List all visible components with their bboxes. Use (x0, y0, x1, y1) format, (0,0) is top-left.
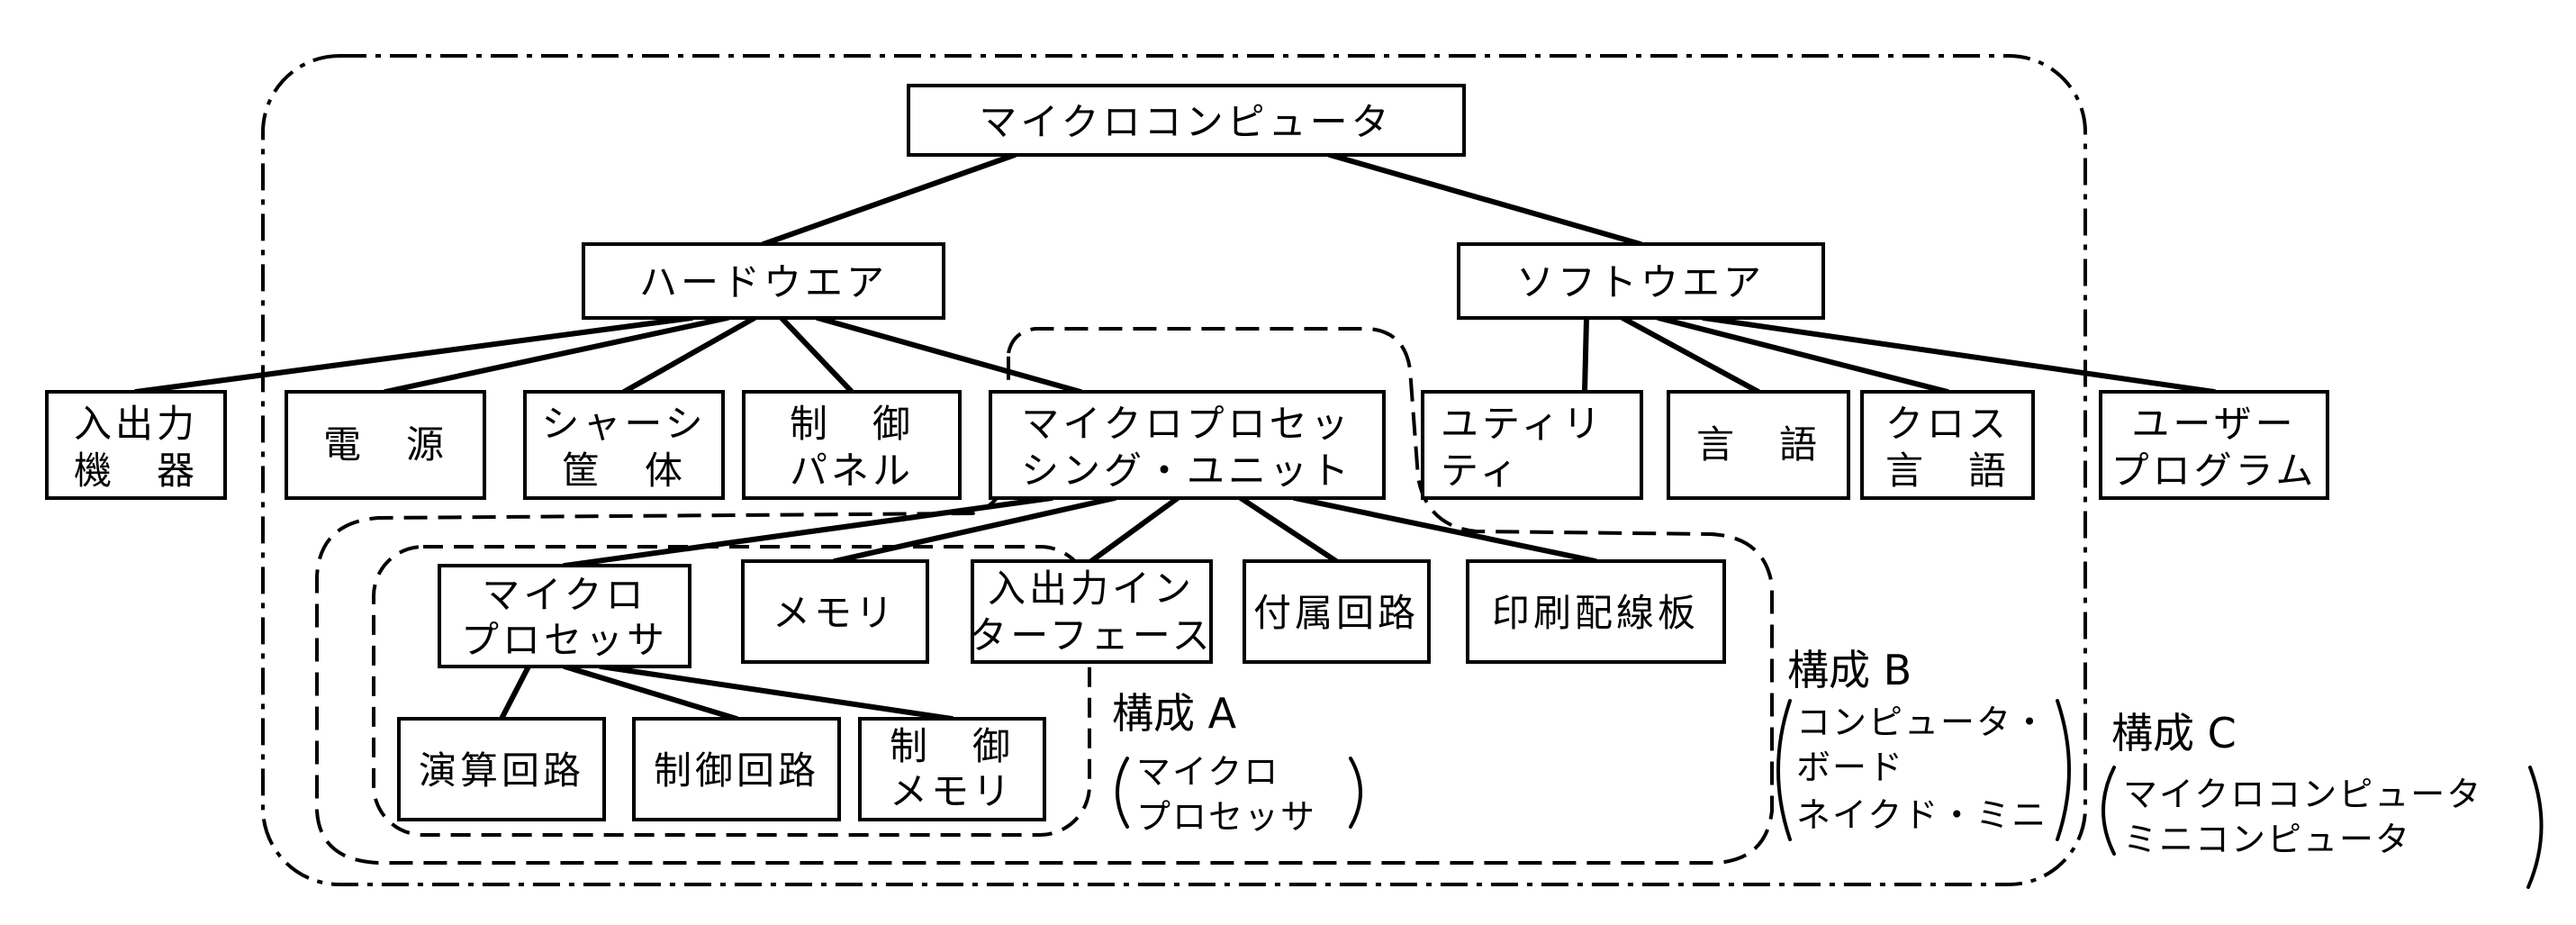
config-a-line-1: マイクロ (1136, 752, 1279, 792)
config-b-boundary (315, 327, 1774, 865)
config-b-line-2: ボード (1796, 748, 1904, 787)
node-microprocessor-line-2: プロセッサ (461, 618, 668, 662)
node-control-circuit: 制御回路 (632, 717, 841, 821)
config-b-line-1: コンピュータ・ (1796, 703, 2048, 742)
node-hardware: ハードウエア (582, 242, 945, 320)
node-aux-circuit-line-1: 付属回路 (1253, 591, 1419, 635)
node-io-interface-line-1: 入出力イン (988, 567, 1195, 611)
config-c-label: 構成 C (2111, 709, 2237, 757)
edge-hardware-to-control-panel (779, 315, 854, 394)
node-microprocessor-line-1: マイクロ (482, 573, 646, 617)
node-power: 電 源 (285, 390, 486, 500)
config-b-line-3: ネイクド・ミニ (1796, 795, 2047, 835)
node-control-panel-line-2: パネル (790, 449, 914, 493)
node-io-interface-line-2: ターフェース (969, 613, 1213, 657)
node-alu: 演算回路 (397, 717, 606, 821)
config-b-right-paren (2056, 699, 2071, 841)
node-pcb: 印刷配線板 (1466, 559, 1726, 664)
edge-mpu-to-pcb (1292, 495, 1598, 564)
node-user-program-line-1: ユーザー (2131, 402, 2296, 446)
node-control-panel: 制 御 パネル (742, 390, 962, 500)
edge-hardware-to-power (383, 315, 730, 394)
edge-mpu-to-io-interface (1089, 495, 1180, 564)
node-io-device: 入出力 機 器 (45, 390, 227, 500)
config-c-right-paren (2526, 766, 2544, 889)
config-b-left-paren (1776, 699, 1792, 841)
node-mpu: マイクロプロセッ シング・ユニット (989, 390, 1386, 500)
edges-layer (133, 152, 2217, 721)
node-pcb-line-1: 印刷配線板 (1492, 591, 1699, 635)
edge-software-to-language (1620, 315, 1761, 394)
node-software: ソフトウエア (1457, 242, 1825, 320)
edge-microprocessor-to-alu (499, 664, 531, 721)
node-mpu-line-1: マイクロプロセッ (1021, 402, 1351, 446)
node-memory-line-1: メモリ (773, 591, 897, 635)
config-a-boundary (372, 545, 1091, 837)
node-cross-language-line-1: クロス (1885, 402, 2010, 446)
edge-hardware-to-chassis (621, 315, 757, 394)
config-a-left-paren (1116, 757, 1129, 829)
config-b-label: 構成 B (1787, 646, 1912, 694)
node-control-panel-line-1: 制 御 (790, 402, 914, 446)
edge-hardware-to-mpu (815, 315, 1083, 394)
node-control-memory-line-1: 制 御 (890, 724, 1014, 768)
config-a-line-2: プロセッサ (1136, 797, 1316, 837)
node-root-line-1: マイクロコンピュータ (979, 100, 1392, 144)
node-power-line-1: 電 源 (323, 422, 447, 467)
edge-mpu-to-memory (832, 495, 1117, 564)
node-root: マイクロコンピュータ (907, 84, 1466, 157)
edge-software-to-cross-language (1656, 315, 1950, 394)
edge-microprocessor-to-control-circuit (562, 664, 739, 721)
edge-mpu-to-aux-circuit (1238, 495, 1339, 564)
config-c-line-1: マイクロコンピュータ (2123, 775, 2482, 814)
node-alu-line-1: 演算回路 (419, 748, 584, 793)
config-c-left-paren (2101, 766, 2116, 856)
edge-root-to-hardware (761, 152, 1017, 247)
edge-software-to-utility (1582, 315, 1589, 394)
node-control-memory: 制 御 メモリ (858, 717, 1046, 821)
node-chassis-line-2: 筐 体 (562, 449, 686, 493)
config-a-annotation: 構成 A マイクロ プロセッサ (1112, 689, 1362, 837)
node-io-device-line-1: 入出力 (74, 402, 198, 446)
edge-hardware-to-io-device (133, 315, 694, 394)
node-utility-line-1: ユティリ (1441, 402, 1604, 446)
config-b-annotation: 構成 B コンピュータ・ ボード ネイクド・ミニ (1776, 646, 2071, 841)
edge-mpu-to-microprocessor (562, 495, 1054, 568)
node-software-line-1: ソフトウエア (1516, 260, 1765, 304)
node-user-program-line-2: プログラム (2111, 449, 2318, 493)
node-language: 言 語 (1667, 390, 1850, 500)
config-a-right-paren (1349, 757, 1362, 829)
node-memory: メモリ (741, 559, 929, 664)
node-aux-circuit: 付属回路 (1243, 559, 1431, 664)
node-cross-language-line-2: 言 語 (1885, 449, 2010, 493)
node-language-line-1: 言 語 (1696, 422, 1821, 467)
node-hardware-line-1: ハードウエア (639, 260, 888, 304)
edge-root-to-software (1327, 152, 1643, 247)
node-user-program: ユーザー プログラム (2099, 390, 2329, 500)
config-c-line-2: ミニコンピュータ (2123, 820, 2411, 859)
node-cross-language: クロス 言 語 (1860, 390, 2035, 500)
node-utility: ユティリ ティ (1421, 390, 1643, 500)
edge-microprocessor-to-control-memory (598, 664, 954, 721)
config-c-annotation: 構成 C マイクロコンピュータ ミニコンピュータ (2101, 709, 2544, 889)
node-control-memory-line-2: メモリ (890, 769, 1014, 813)
node-microprocessor: マイクロ プロセッサ (438, 564, 691, 668)
edge-software-to-user-program (1701, 315, 2217, 394)
node-chassis-line-1: シャーシ (541, 402, 706, 446)
node-io-device-line-2: 機 器 (74, 449, 198, 493)
node-control-circuit-line-1: 制御回路 (654, 748, 819, 793)
node-utility-line-2: ティ (1441, 449, 1521, 493)
node-chassis: シャーシ 筐 体 (523, 390, 725, 500)
node-mpu-line-2: シング・ユニット (1021, 449, 1352, 493)
config-a-label: 構成 A (1112, 689, 1237, 738)
config-c-boundary (261, 54, 2087, 886)
node-io-interface: 入出力イン ターフェース (969, 559, 1213, 664)
